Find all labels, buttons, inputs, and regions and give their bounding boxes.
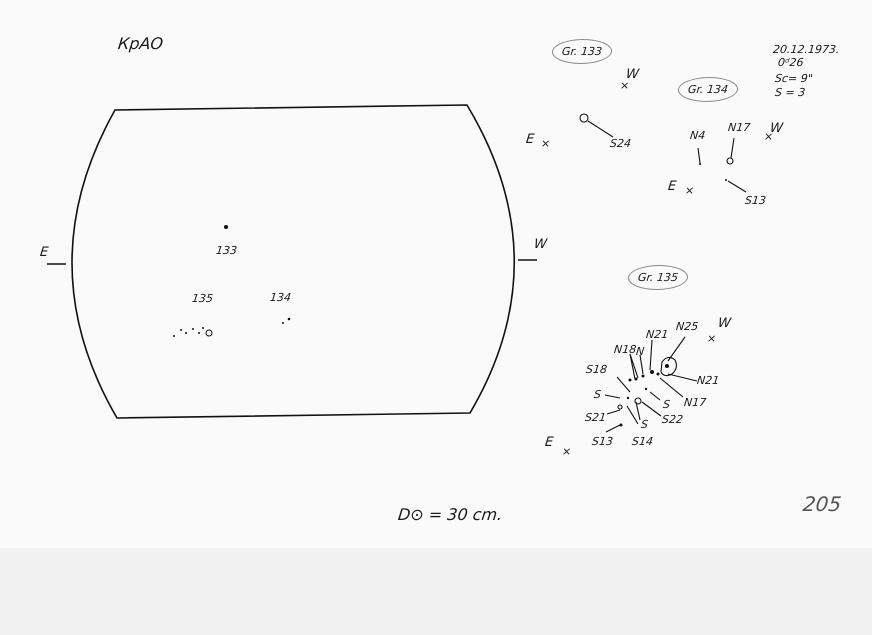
g135-label: S18	[585, 363, 608, 376]
g133-east-marker: ×	[540, 137, 551, 150]
g133-east: E	[525, 132, 536, 147]
g133-west-marker: ×	[619, 79, 630, 92]
g135-label: S	[640, 418, 649, 431]
page-number: 205	[801, 492, 843, 516]
g135-label: S21	[584, 411, 607, 424]
g135-label: S	[662, 398, 671, 411]
g135-label: S22	[661, 413, 684, 426]
disk-group-134: 134	[269, 291, 292, 304]
g135-west-marker: ×	[706, 332, 717, 345]
seeing-value: Sc= 9"	[774, 72, 814, 85]
g135-label: N	[635, 345, 645, 358]
observation-time: 0ᵈ26	[777, 56, 805, 69]
g134-label: N4	[689, 129, 706, 142]
scale-value: S = 3	[774, 86, 806, 99]
disk-outline	[71, 104, 516, 419]
disk-group-133: 133	[215, 244, 238, 257]
g134-west-marker: ×	[763, 130, 774, 143]
disk-diameter: D⊙ = 30 cm.	[397, 505, 504, 524]
paper-sheet	[0, 0, 872, 548]
disk-group-135: 135	[191, 292, 214, 305]
g135-label: N21	[645, 328, 669, 341]
inset-drawings	[579, 113, 747, 433]
g135-west: W	[717, 316, 732, 331]
g135-label: S13	[591, 435, 614, 448]
g135-east: E	[544, 435, 555, 450]
disk-spots	[173, 225, 291, 337]
g134-east-marker: ×	[684, 184, 695, 197]
g135-label: S14	[631, 435, 654, 448]
g134-east: E	[667, 179, 678, 194]
observatory-label: КрАО	[117, 34, 165, 53]
disk-east-label: E	[39, 245, 50, 260]
observation-date: 20.12.1973.	[772, 43, 841, 56]
g134-label: S13	[744, 194, 767, 207]
g135-east-marker: ×	[561, 445, 572, 458]
disk-west-label: W	[533, 237, 548, 252]
g135-label: N17	[683, 396, 707, 409]
g133-label: S24	[609, 137, 632, 150]
g135-label: S	[593, 388, 602, 401]
g134-label: N17	[727, 121, 751, 134]
g135-label: N18	[613, 343, 637, 356]
g135-label: N21	[696, 374, 720, 387]
g135-label: N25	[675, 320, 699, 333]
scan-background	[0, 548, 872, 635]
